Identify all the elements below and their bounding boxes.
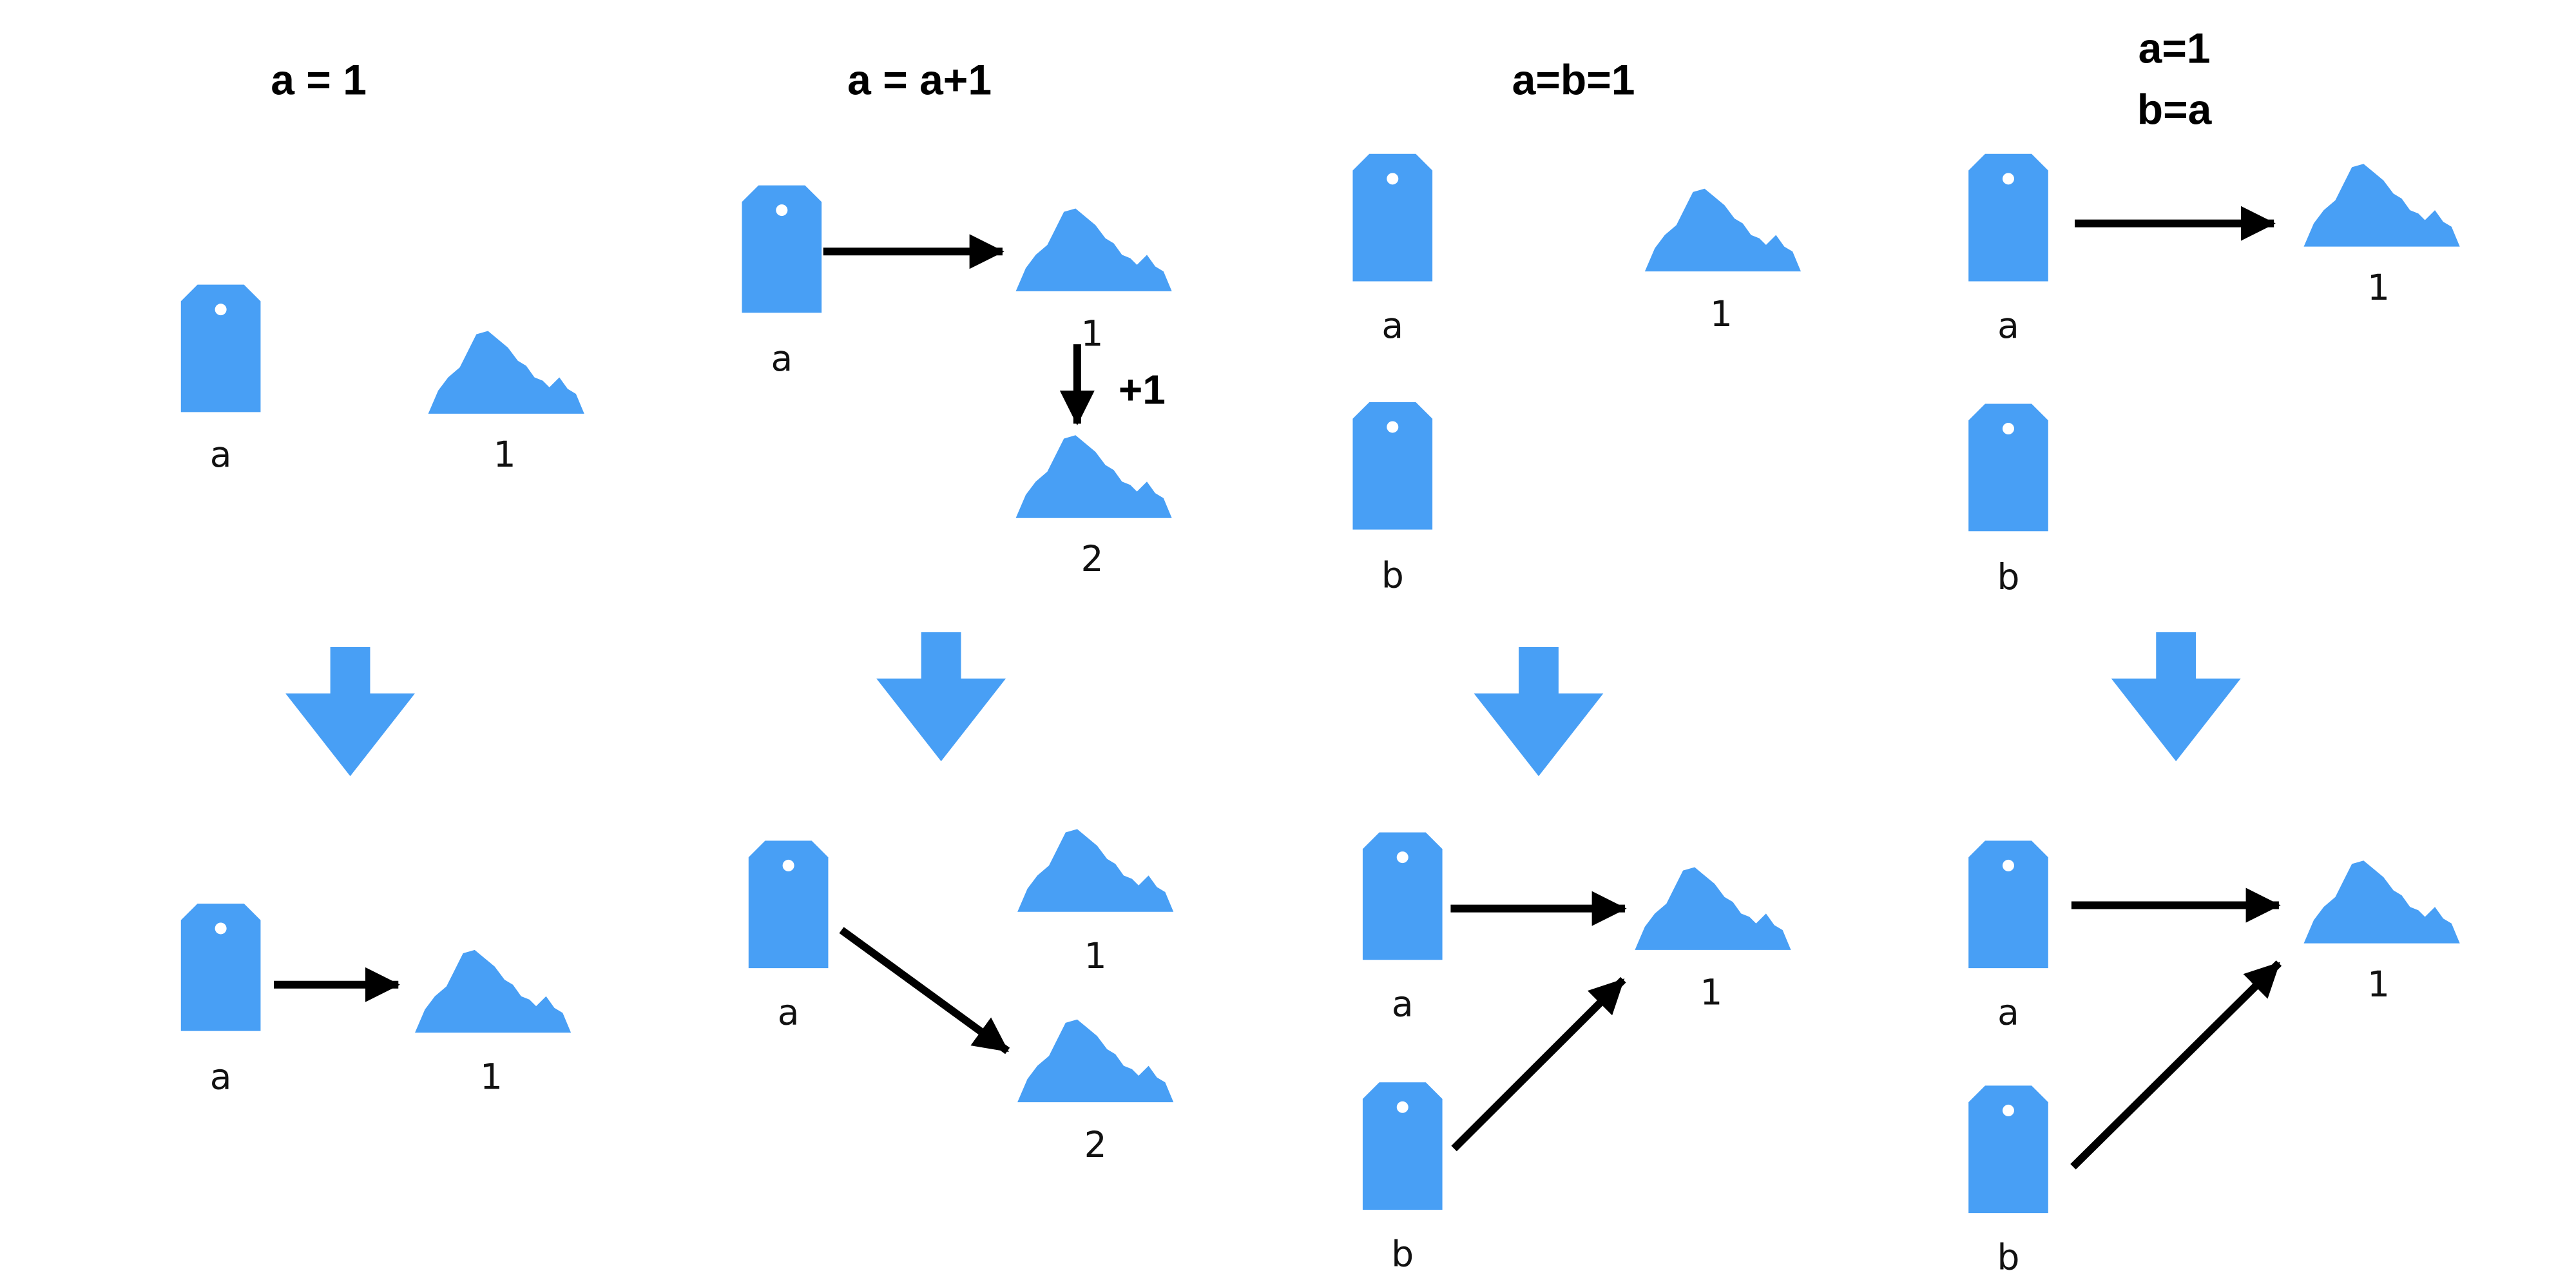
value-mound-icon: [1015, 208, 1172, 291]
value-mound-icon: [2303, 860, 2460, 944]
down-arrow-icon: [285, 646, 416, 777]
value-mound-icon: [1635, 867, 1791, 950]
down-arrow-icon: [876, 632, 1006, 762]
panel-title: a=1: [2139, 24, 2211, 72]
tag-hole: [1387, 173, 1399, 185]
down-arrow-icon: [1474, 646, 1604, 777]
tag-icon: [1968, 840, 2048, 969]
variable-tag: b: [1968, 1085, 2048, 1271]
tag-icon: [748, 840, 829, 969]
variable-name: b: [1997, 556, 2020, 597]
reference-arrow: [1451, 976, 1626, 1152]
variable-tag: a: [1352, 153, 1433, 346]
reference-arrow: [839, 927, 1010, 1054]
value-mound-icon: [1017, 829, 1174, 912]
variable-name: a: [210, 1056, 232, 1098]
tag-icon: [742, 185, 822, 313]
panel-title: b=a: [2137, 86, 2213, 133]
tag-icon: [1362, 832, 1443, 960]
tag-hole: [1387, 421, 1399, 433]
variable-name: a: [1381, 305, 1403, 346]
value-label: 1: [1700, 972, 1722, 1013]
tag-icon: [180, 284, 261, 412]
tag-icon: [180, 903, 261, 1031]
variable-name: b: [1381, 555, 1404, 596]
tag-icon: [1968, 1085, 2048, 1214]
tag-hole: [2002, 1104, 2014, 1116]
value-mound-icon: [415, 949, 572, 1033]
variable-tag: b: [1362, 1082, 1443, 1271]
value-label: 1: [2367, 964, 2390, 1005]
variable-name: a: [1997, 305, 2019, 346]
variable-name: a: [210, 434, 232, 475]
variable-name: a: [1392, 984, 1414, 1025]
tag-hole: [215, 922, 227, 935]
down-arrow-icon: [2111, 632, 2241, 762]
variable-tag: a: [180, 903, 261, 1098]
value-label: 1: [1081, 313, 1104, 354]
variable-tag: a: [1968, 153, 2048, 346]
value-label: 1: [1710, 293, 1733, 335]
tag-icon: [1352, 402, 1433, 530]
variable-name: b: [1391, 1233, 1414, 1271]
panel-title: a = 1: [271, 55, 367, 103]
panel-title: a=b=1: [1512, 55, 1635, 103]
variable-tag: a: [180, 284, 261, 475]
variable-tag: b: [1352, 402, 1433, 596]
tag-hole: [2002, 859, 2014, 871]
variable-tag: a: [742, 185, 822, 379]
variable-tag: a: [1362, 832, 1443, 1025]
variable-tag: a: [748, 840, 829, 1033]
variable-name: a: [778, 991, 800, 1033]
value-label: 2: [1081, 538, 1104, 579]
panel-title: a = a+1: [847, 55, 992, 103]
tag-icon: [1352, 153, 1433, 282]
value-mound-icon: [2303, 164, 2460, 247]
tag-hole: [215, 304, 227, 316]
increment-label: +1: [1119, 367, 1166, 413]
tag-hole: [782, 859, 794, 871]
value-label: 1: [1084, 935, 1107, 976]
variable-name: b: [1997, 1236, 2020, 1271]
value-label: 1: [480, 1056, 503, 1098]
value-mound-icon: [1644, 188, 1801, 272]
variable-tag: a: [1968, 840, 2048, 1033]
tag-icon: [1968, 403, 2048, 532]
tag-hole: [1396, 1101, 1408, 1113]
tag-icon: [1362, 1082, 1443, 1210]
value-mound-icon: [1017, 1019, 1174, 1103]
value-mound-icon: [428, 331, 584, 414]
value-mound-icon: [1015, 435, 1172, 518]
reference-arrow: [2070, 960, 2282, 1170]
tag-hole: [2002, 423, 2014, 435]
variable-name: a: [1997, 991, 2019, 1033]
tag-hole: [2002, 173, 2014, 185]
variable-tag: b: [1968, 403, 2048, 597]
value-label: 2: [1084, 1124, 1107, 1165]
tag-hole: [1396, 851, 1408, 864]
value-label: 1: [494, 434, 516, 475]
value-label: 1: [2367, 267, 2390, 308]
tag-icon: [1968, 153, 2048, 282]
tag-hole: [776, 204, 788, 217]
variable-name: a: [771, 338, 793, 379]
